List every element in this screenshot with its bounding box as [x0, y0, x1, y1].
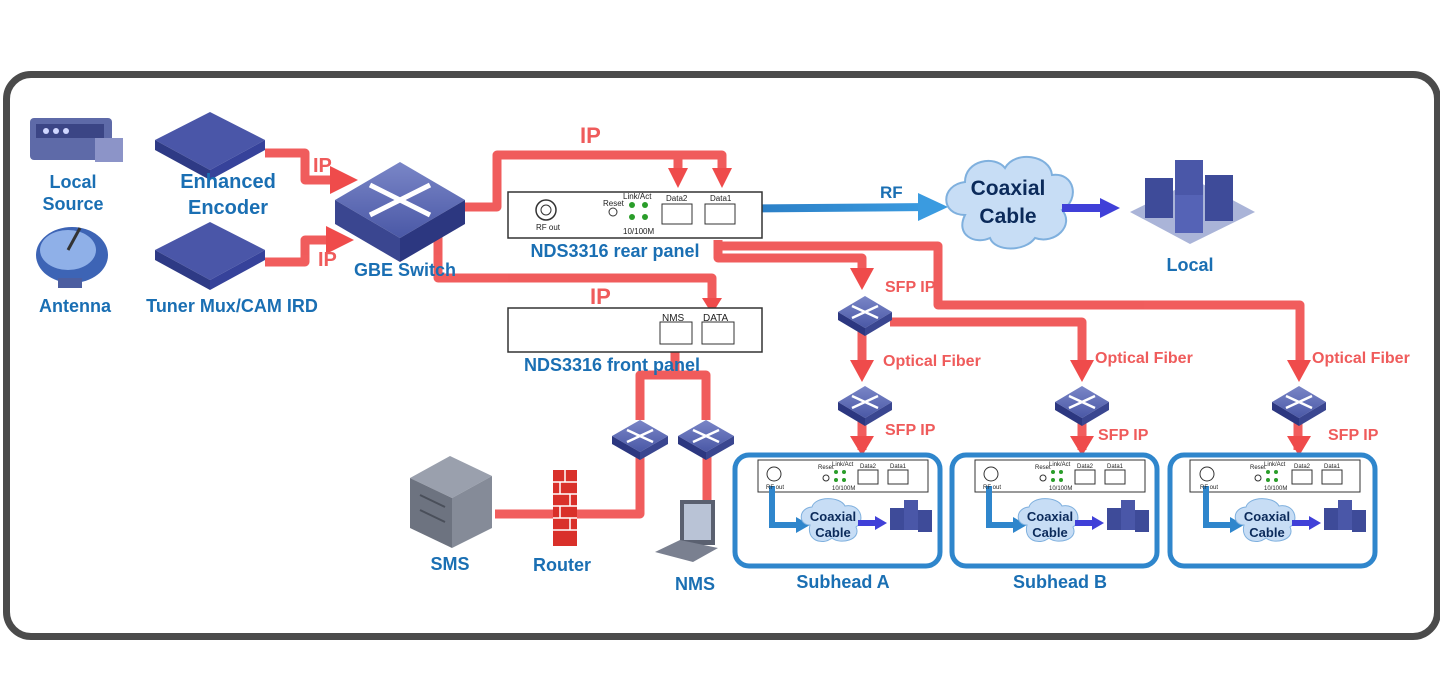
coaxial-cable-label-line1: Coaxial	[971, 177, 1046, 200]
front-nms-left-link	[635, 370, 675, 420]
rear-speed-label: 10/100M	[623, 227, 654, 236]
coax-to-local-arrow	[1062, 198, 1120, 218]
rear-link-act-label: Link/Act	[623, 192, 652, 201]
optical-fiber-label-b: Optical Fiber	[1095, 350, 1193, 367]
sfp-switch-b-icon	[1055, 386, 1109, 426]
sfp-ip-label-a: SFP IP	[885, 422, 936, 439]
local-source-label-line2: Source	[42, 194, 103, 214]
sfp-ip-label-b: SFP IP	[1098, 427, 1149, 444]
local-source-label-line1: Local	[49, 172, 96, 192]
subhead-c-coax-line2: Cable	[1249, 525, 1284, 540]
antenna-label: Antenna	[39, 296, 112, 316]
sfp-ip-label-c: SFP IP	[1328, 427, 1379, 444]
ip-label-tuner: IP	[318, 249, 337, 271]
subhead-b-data2-label: Data2	[1077, 464, 1094, 470]
gbe-switch-label: GBE Switch	[354, 260, 456, 280]
subhead-b-label: Subhead B	[1013, 572, 1107, 592]
rear-to-right-link	[718, 241, 1305, 372]
subhead-a-speed-label: 10/100M	[832, 486, 855, 492]
gbe-switch-icon	[335, 162, 465, 262]
ip-label-front: IP	[590, 284, 611, 309]
coaxial-cable-cloud	[945, 155, 1074, 250]
subhead-a-data1-label: Data1	[890, 464, 907, 470]
subhead-c-coax-line1: Coaxial	[1244, 509, 1290, 524]
nms-switch-left-icon	[612, 420, 668, 460]
sms-label: SMS	[430, 554, 469, 574]
rear-data1-label: Data1	[710, 194, 732, 203]
enhanced-encoder-icon	[155, 112, 265, 180]
front-nms-port-label: NMS	[662, 313, 685, 324]
subhead-b-link-label: Link/Act	[1049, 462, 1071, 468]
subhead-c-rf-label: RF out	[1200, 485, 1218, 491]
subhead-a-label: Subhead A	[796, 572, 889, 592]
rear-panel-label: NDS3316 rear panel	[530, 241, 699, 261]
sfp-switch-a-icon	[838, 386, 892, 426]
subhead-a-rf-label: RF out	[766, 485, 784, 491]
subhead-a-reset-label: Reset	[818, 465, 834, 471]
subhead-b-data1-label: Data1	[1107, 464, 1124, 470]
sfp-to-subhead-b-link	[890, 317, 1087, 372]
subhead-a-coax-line1: Coaxial	[810, 509, 856, 524]
local-buildings-icon	[1130, 160, 1255, 244]
sms-server-icon	[410, 456, 492, 548]
subhead-b-coax-line2: Cable	[1032, 525, 1067, 540]
subhead-c-link-label: Link/Act	[1264, 462, 1286, 468]
front-panel-label: NDS3316 front panel	[524, 355, 700, 375]
rear-reset-label: Reset	[603, 199, 625, 208]
local-source-icon	[30, 118, 123, 162]
front-data-port-label: DATA	[703, 313, 729, 324]
sfp-switch-c-icon	[1272, 386, 1326, 426]
ip-label-encoder: IP	[313, 155, 332, 177]
front-panel	[507, 307, 763, 353]
router-label: Router	[533, 555, 591, 575]
switch-to-front-panel-link	[433, 230, 717, 300]
subhead-b	[949, 452, 1160, 569]
switch-to-sms-link	[495, 455, 645, 519]
optical-fiber-label-a: Optical Fiber	[883, 353, 981, 370]
tuner-to-switch-link	[265, 235, 340, 267]
satellite-dish-icon	[36, 227, 108, 288]
rf-label: RF	[880, 183, 903, 202]
router-firewall-icon	[553, 470, 577, 546]
subhead-c-speed-label: 10/100M	[1264, 486, 1287, 492]
ip-arrowheads	[326, 166, 1311, 456]
switch-to-rear-panel-link	[462, 150, 727, 212]
front-nms-link	[670, 342, 711, 420]
rear-data2-label: Data2	[666, 194, 688, 203]
sfp-ip-label-top: SFP IP	[885, 279, 936, 296]
encoder-to-switch-link	[265, 148, 345, 185]
optical-fiber-label-c: Optical Fiber	[1312, 350, 1410, 367]
subhead-c-data2-label: Data2	[1294, 464, 1311, 470]
subhead-b-speed-label: 10/100M	[1049, 486, 1072, 492]
subhead-c	[1167, 452, 1378, 569]
encoder-label-line1: Enhanced	[180, 171, 276, 193]
local-label: Local	[1166, 255, 1213, 275]
tuner-icon	[155, 222, 265, 290]
subhead-c-reset-label: Reset	[1250, 465, 1266, 471]
rear-panel	[507, 191, 763, 239]
subhead-a	[732, 452, 943, 569]
subhead-a-link-label: Link/Act	[832, 462, 854, 468]
encoder-label-line2: Encoder	[188, 197, 268, 219]
subhead-b-reset-label: Reset	[1035, 465, 1051, 471]
rear-rf-out-label: RF out	[536, 223, 561, 232]
sfp-switch-top-icon	[838, 296, 892, 336]
subhead-a-data2-label: Data2	[860, 464, 877, 470]
subhead-b-coax-line1: Coaxial	[1027, 509, 1073, 524]
coaxial-cable-label-line2: Cable	[979, 205, 1036, 228]
subhead-b-rf-label: RF out	[983, 485, 1001, 491]
ip-label-rear: IP	[580, 123, 601, 148]
nms-switch-right-icon	[678, 420, 734, 460]
tuner-label: Tuner Mux/CAM IRD	[146, 296, 318, 316]
nms-label: NMS	[675, 574, 715, 594]
subhead-a-coax-line2: Cable	[815, 525, 850, 540]
nms-laptop-icon	[655, 500, 718, 562]
subhead-c-data1-label: Data1	[1324, 464, 1341, 470]
